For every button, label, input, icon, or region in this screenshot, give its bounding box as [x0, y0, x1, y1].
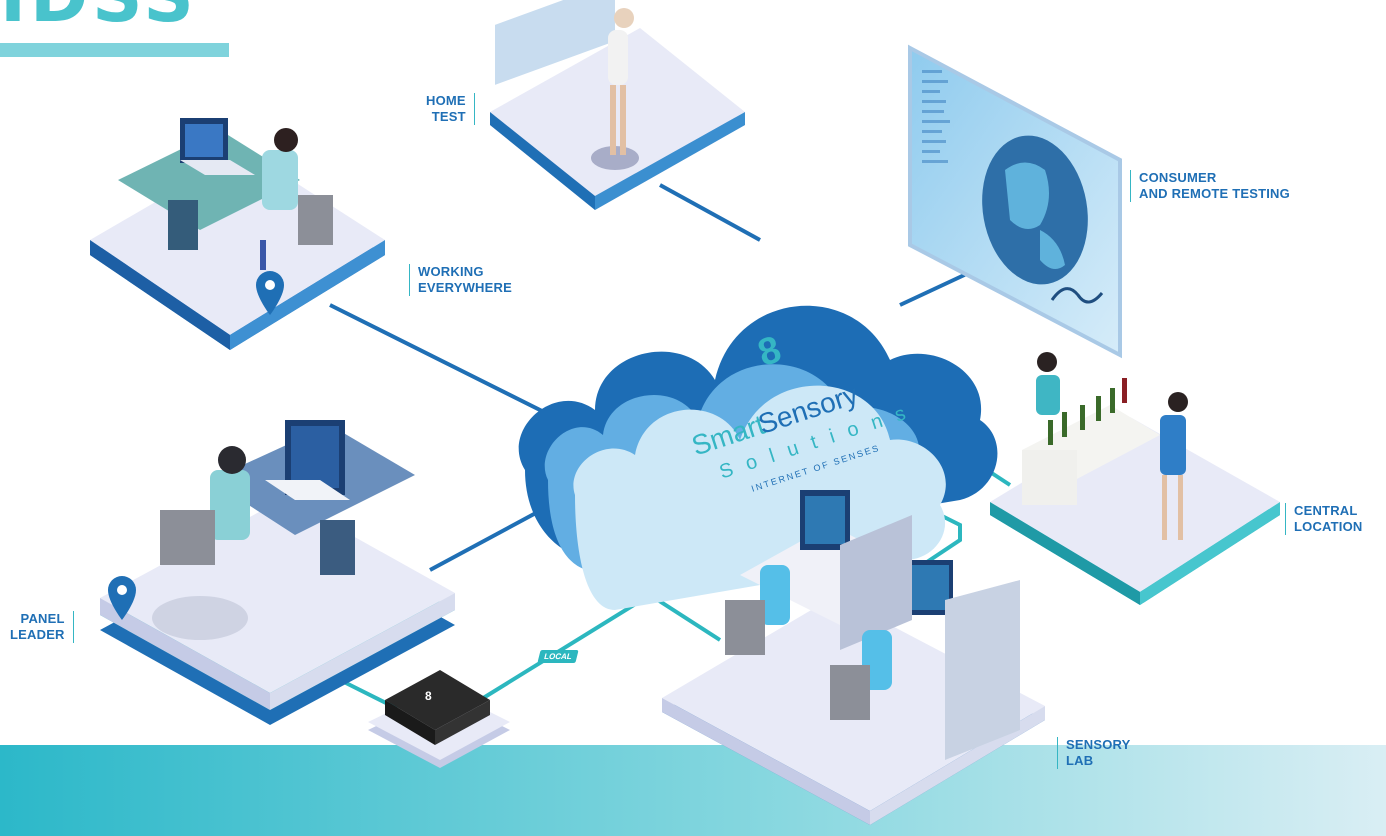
local-tag: LOCAL	[537, 650, 579, 663]
consumer-screen	[908, 44, 1122, 359]
label-sensory-lab-line1: SENSORY	[1066, 737, 1131, 752]
label-panel: PANEL LEADER	[10, 611, 74, 643]
platform-panel	[100, 420, 455, 725]
link-working	[329, 303, 561, 422]
label-panel-line2: LEADER	[10, 627, 65, 642]
heading-underline-bar	[0, 43, 229, 57]
label-working-line2: EVERYWHERE	[418, 280, 512, 295]
local-box: 8	[368, 670, 510, 768]
platform-working	[90, 118, 385, 350]
label-home-test: HOME TEST	[426, 93, 475, 125]
label-consumer: CONSUMER AND REMOTE TESTING	[1130, 170, 1290, 202]
link-home	[659, 183, 761, 242]
label-home-test-line1: HOME	[426, 93, 466, 108]
label-central-line2: LOCATION	[1294, 519, 1363, 534]
link-consumer	[899, 268, 976, 307]
link-local	[478, 592, 722, 702]
label-panel-line1: PANEL	[20, 611, 65, 626]
heading-fragment: IDSS	[0, 0, 198, 32]
platform-home-test	[490, 0, 745, 210]
platform-central	[990, 352, 1280, 605]
label-consumer-line1: CONSUMER	[1139, 170, 1217, 185]
label-sensory-lab: SENSORY LAB	[1057, 737, 1131, 769]
label-central-line1: CENTRAL	[1294, 503, 1358, 518]
label-sensory-lab-line2: LAB	[1066, 753, 1094, 768]
label-central: CENTRAL LOCATION	[1285, 503, 1363, 535]
label-home-test-line2: TEST	[431, 109, 466, 124]
label-working: WORKING EVERYWHERE	[409, 264, 512, 296]
label-consumer-line2: AND REMOTE TESTING	[1139, 186, 1290, 201]
floor-band	[0, 745, 1386, 836]
label-working-line1: WORKING	[418, 264, 484, 279]
platform-sensory-lab	[662, 490, 1045, 825]
box-logo: 8	[425, 689, 432, 703]
